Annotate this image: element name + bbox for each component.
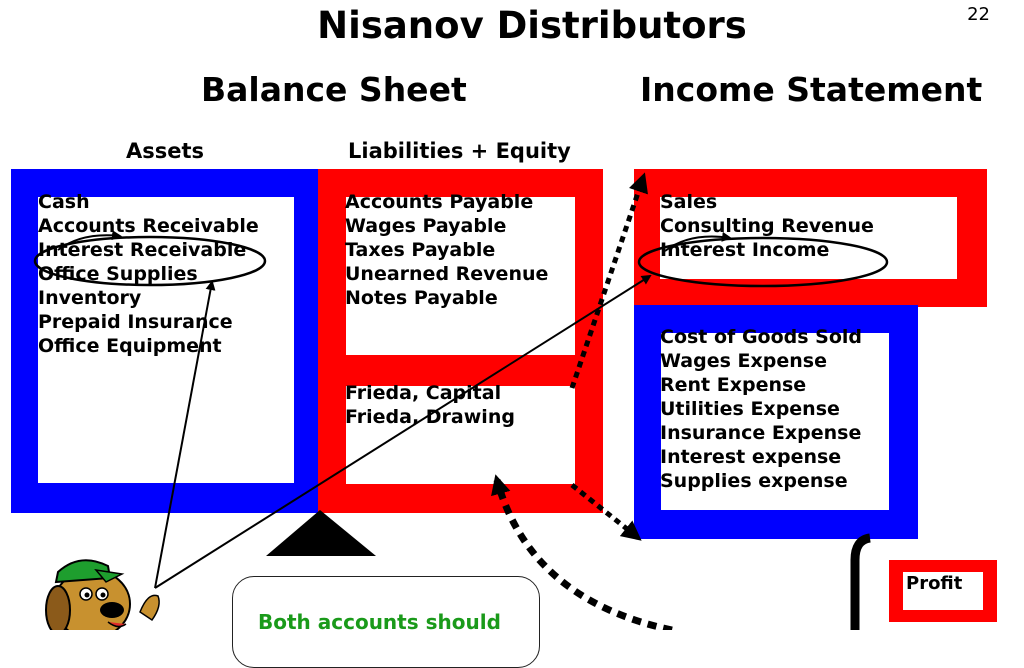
- list-item: Prepaid Insurance: [38, 311, 233, 333]
- income-statement-heading: Income Statement: [640, 70, 983, 109]
- list-item: Accounts Receivable: [38, 215, 259, 237]
- revenue-list: Sales Consulting Revenue Interest Income: [660, 190, 874, 262]
- list-item: Utilities Expense: [660, 398, 840, 420]
- list-item: Inventory: [38, 287, 142, 309]
- list-item: Cost of Goods Sold: [660, 326, 863, 348]
- equity-box: [346, 386, 575, 484]
- arrow-into-income: [664, 231, 732, 252]
- oval-interest-receivable: [33, 235, 267, 287]
- list-item: Supplies expense: [660, 470, 848, 492]
- equity-list: Frieda, Capital Frieda, Drawing: [345, 381, 515, 429]
- arrow-into-receivable: [57, 230, 122, 251]
- mascot-dog-icon: [45, 559, 160, 630]
- assets-list: Cash Accounts Receivable Interest Receiv…: [38, 190, 259, 358]
- list-item: Sales: [660, 191, 718, 213]
- list-item: Rent Expense: [660, 374, 807, 396]
- list-item: Insurance Expense: [660, 422, 862, 444]
- liabilities-box: [346, 197, 575, 355]
- dotted-arrow-to-expense: [570, 483, 642, 541]
- list-item: Unearned Revenue: [345, 263, 549, 285]
- arrow-to-interest-income: [154, 274, 652, 589]
- assets-heading: Assets: [126, 139, 205, 163]
- page-title: Nisanov Distributors: [317, 4, 747, 47]
- list-item: Wages Expense: [660, 350, 827, 372]
- dotted-arrow-profit-to-equity: [491, 474, 673, 630]
- fulcrum-triangle: [266, 510, 376, 556]
- liabilities-list: Accounts Payable Wages Payable Taxes Pay…: [345, 190, 548, 310]
- list-item: Frieda, Drawing: [345, 406, 515, 428]
- arrow-to-receivable: [154, 280, 216, 589]
- revenue-box: [660, 197, 957, 279]
- assets-box: [38, 197, 294, 483]
- list-item: Accounts Payable: [345, 191, 534, 213]
- list-item: Interest Receivable: [38, 239, 247, 261]
- profit-box: [903, 572, 983, 610]
- list-item: Cash: [38, 191, 90, 213]
- list-item: Taxes Payable: [345, 239, 496, 261]
- bracket-line: [850, 533, 871, 630]
- list-item: Notes Payable: [345, 287, 498, 309]
- diagram-overlay: [33, 172, 889, 630]
- oval-interest-income: [637, 236, 889, 288]
- list-item: Interest expense: [660, 446, 842, 468]
- list-item: Wages Payable: [345, 215, 507, 237]
- list-item: Consulting Revenue: [660, 215, 874, 237]
- expense-list: Cost of Goods Sold Wages Expense Rent Ex…: [660, 325, 862, 493]
- profit-label: Profit: [906, 573, 963, 594]
- expense-box: [661, 333, 889, 510]
- list-item: Frieda, Capital: [345, 382, 502, 404]
- balance-sheet-heading: Balance Sheet: [201, 70, 467, 109]
- list-item: Interest Income: [660, 239, 830, 261]
- list-item: Office Equipment: [38, 335, 222, 357]
- liabilities-equity-heading: Liabilities + Equity: [348, 139, 571, 163]
- page-number: 22: [967, 4, 990, 25]
- dotted-arrow-to-revenue: [569, 172, 648, 389]
